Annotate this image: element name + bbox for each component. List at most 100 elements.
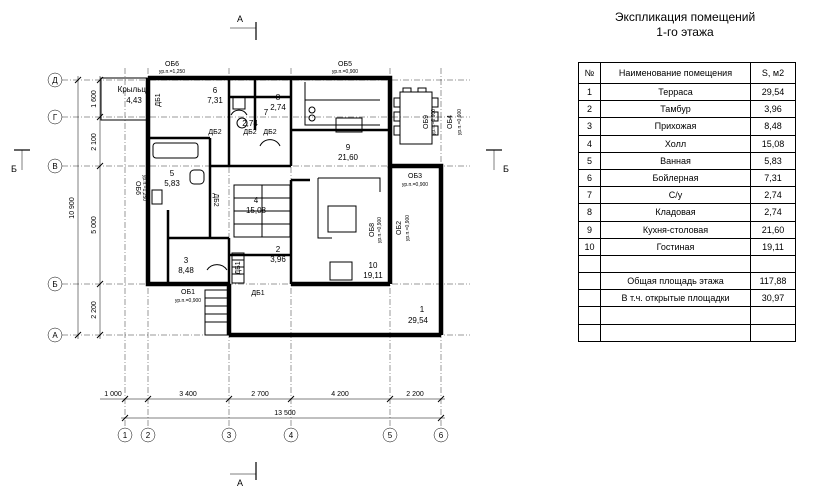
- opening-ob3: ОБ3: [408, 173, 422, 180]
- row-name: Холл: [600, 134, 751, 153]
- opening-ob5-level: ур.п.=0,900: [332, 69, 358, 75]
- room-3-area: 8,48: [178, 266, 194, 275]
- opening-ob2-level: ур.п.=0,900: [405, 215, 411, 241]
- floor-plan-drawing: А А Б Б Д Г В Б А 1 2 3 4 5 6 1 000 3 40…: [11, 14, 509, 488]
- opening-ob1: ОБ1: [181, 289, 195, 296]
- row-number: 3: [578, 117, 601, 136]
- empty-cell: [600, 306, 751, 325]
- row-number: 8: [578, 203, 601, 222]
- row-number: 7: [578, 186, 601, 205]
- door-db2-pantry: ДБ2: [263, 129, 276, 136]
- room-5-number: 5: [170, 169, 175, 178]
- axis-row-v: В: [52, 162, 57, 171]
- axis-row-a: А: [52, 331, 58, 340]
- row-area: 7,31: [750, 168, 796, 188]
- porch-area: 4,43: [126, 96, 142, 105]
- header-number: №: [578, 62, 601, 84]
- axis-col-3: 3: [227, 431, 232, 440]
- axis-col-5: 5: [388, 431, 393, 440]
- row-number: 4: [578, 134, 601, 153]
- empty-cell: [578, 272, 601, 291]
- room-6-number: 6: [213, 86, 218, 95]
- table-row-empty: [578, 306, 796, 325]
- table-header-row: № Наименование помещения S, м2: [578, 62, 796, 84]
- table-row-empty: [578, 323, 796, 342]
- room-4-area: 15,08: [246, 206, 267, 215]
- axis-col-1: 1: [123, 431, 128, 440]
- open-label: В т.ч. открытые площадки: [600, 289, 751, 308]
- total-value: 117,88: [750, 272, 796, 291]
- room-5-area: 5,83: [164, 179, 180, 188]
- opening-ob9: ОБ9: [423, 115, 430, 129]
- explication-title-line1: Экспликация помещений: [614, 10, 756, 24]
- explication-title-line2: 1-го этажа: [656, 25, 714, 39]
- row-name: Терраса: [600, 82, 751, 102]
- empty-cell: [750, 306, 796, 325]
- row-number: 2: [578, 100, 601, 119]
- row-name: Бойлерная: [600, 168, 751, 188]
- empty-cell: [750, 323, 796, 342]
- row-name: Кухня-столовая: [600, 220, 751, 239]
- door-db2-wc: ДБ2: [243, 129, 256, 136]
- empty-cell: [578, 289, 601, 308]
- door-db1-porch: ДБ1: [155, 93, 162, 106]
- axis-row-d: Д: [52, 76, 58, 85]
- section-label-left: Б: [11, 164, 17, 174]
- dim-y-total: 10 900: [69, 197, 76, 219]
- dim-y-1: 1 600: [91, 90, 98, 108]
- axis-col-2: 2: [146, 431, 151, 440]
- dim-y-3: 5 000: [91, 216, 98, 234]
- empty-cell: [578, 306, 601, 325]
- room-2-number: 2: [276, 245, 281, 254]
- room-6-area: 7,31: [207, 96, 223, 105]
- row-area: 3,96: [750, 100, 796, 119]
- opening-ob4-level: ур.п.=0,900: [457, 109, 463, 135]
- room-2-area: 3,96: [270, 255, 286, 264]
- row-name: Ванная: [600, 151, 751, 170]
- door-db1-vestibule: ДБ1: [235, 261, 242, 274]
- door-db2-bath: ДБ2: [212, 193, 219, 206]
- row-number: 5: [578, 151, 601, 170]
- empty-cell: [600, 254, 751, 274]
- opening-ob1-level: ур.п.=0,900: [175, 298, 201, 304]
- row-area: 19,11: [750, 237, 796, 256]
- row-area: 15,08: [750, 134, 796, 153]
- opening-ob8: ОБ8: [369, 223, 376, 237]
- room-4-number: 4: [254, 196, 259, 205]
- empty-cell: [578, 254, 601, 274]
- axis-col-6: 6: [439, 431, 444, 440]
- room-7-number: 7: [264, 108, 269, 117]
- header-name: Наименование помещения: [600, 62, 751, 84]
- room-9-number: 9: [346, 143, 351, 152]
- row-number: 10: [578, 237, 601, 256]
- dim-y-4: 2 200: [91, 301, 98, 319]
- row-name: С/у: [600, 186, 751, 205]
- total-label: Общая площадь этажа: [600, 272, 751, 291]
- opening-ob4: ОБ4: [447, 115, 454, 129]
- room-10-area: 19,11: [363, 271, 383, 280]
- row-number: 6: [578, 168, 601, 188]
- opening-ob6-top-level: ур.п.=1,250: [159, 69, 185, 75]
- opening-ob6-left: ОБ6: [134, 181, 141, 195]
- dim-x-4: 4 200: [331, 391, 349, 398]
- open-value: 30,97: [750, 289, 796, 308]
- room-1-number: 1: [420, 305, 425, 314]
- dim-x-total: 13 500: [274, 410, 296, 417]
- opening-ob9-level: ур.п.=0,900: [431, 109, 437, 135]
- section-label-bottom: А: [237, 478, 243, 488]
- opening-ob2: ОБ2: [396, 221, 403, 235]
- dim-x-3: 2 700: [251, 391, 269, 398]
- section-label-right: Б: [503, 164, 509, 174]
- dim-x-2: 3 400: [179, 391, 197, 398]
- section-label-top: А: [237, 14, 243, 24]
- dim-y-2: 2 100: [91, 133, 98, 151]
